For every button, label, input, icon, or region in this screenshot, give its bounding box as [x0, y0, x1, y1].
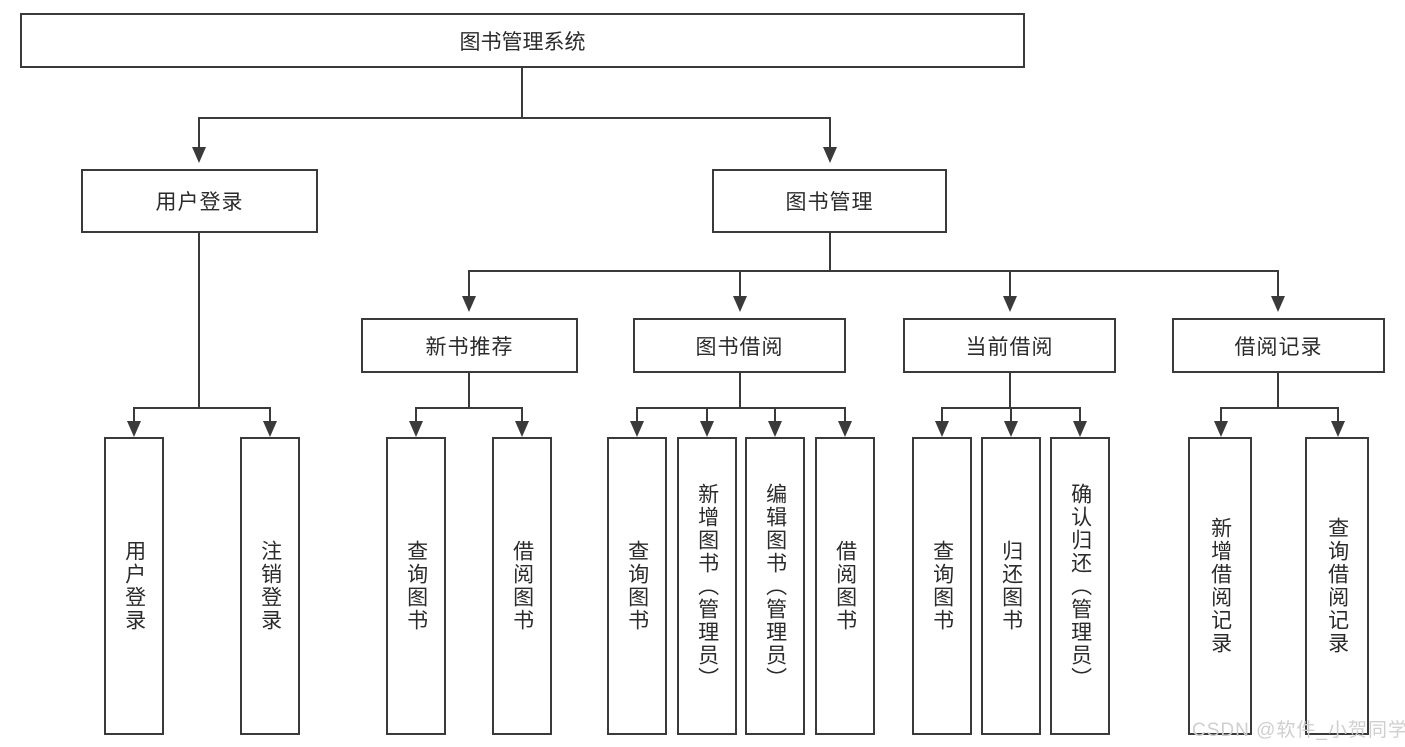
arrow-user-login-1 [127, 421, 141, 437]
leaf-query-borrow-record: 查询借阅记录 [1305, 437, 1369, 735]
leaf-logout: 注销登录 [240, 437, 300, 735]
arrow-tier3-1 [462, 296, 476, 312]
arrow-borrow-1 [630, 421, 644, 437]
connector-record-bus [1220, 407, 1338, 409]
connector-current-drop-3 [1079, 407, 1081, 421]
leaf-confirm-return-admin: 确认归还（管理员） [1050, 437, 1110, 735]
node-user-login: 用户登录 [81, 169, 318, 233]
connector-book-management-stem [829, 233, 831, 270]
arrow-tier3-4 [1271, 296, 1285, 312]
connector-record-drop-1 [1220, 407, 1222, 421]
arrow-record-2 [1331, 421, 1345, 437]
leaf-borrow-book-recommend: 借阅图书 [492, 437, 552, 735]
arrow-current-3 [1073, 421, 1087, 437]
leaf-label: 注销登录 [258, 540, 282, 632]
leaf-label: 确认归还（管理员） [1068, 482, 1092, 690]
leaf-label: 归还图书 [999, 540, 1023, 632]
connector-user-login-drop-2 [269, 407, 271, 421]
arrow-borrow-4 [838, 421, 852, 437]
arrow-tier2-2 [823, 147, 837, 163]
connector-recommend-stem [468, 373, 470, 407]
node-label: 图书管理系统 [459, 30, 586, 54]
node-new-book-recommend: 新书推荐 [361, 318, 578, 373]
connector-user-login-stem [198, 233, 200, 407]
leaf-label: 借阅图书 [510, 540, 534, 632]
node-borrow-record: 借阅记录 [1172, 318, 1385, 373]
node-label: 用户登录 [155, 191, 244, 214]
connector-tier2-drop-2 [829, 117, 831, 147]
connector-recommend-drop-2 [521, 407, 523, 421]
connector-borrow-drop-4 [844, 407, 846, 421]
node-label: 图书管理 [785, 191, 874, 214]
arrow-recommend-1 [409, 421, 423, 437]
node-label: 新书推荐 [425, 335, 514, 359]
leaf-query-book-recommend: 查询图书 [386, 437, 446, 735]
connector-tier2-drop-1 [198, 117, 200, 147]
leaf-label: 查询图书 [404, 540, 428, 632]
arrow-current-1 [935, 421, 949, 437]
arrow-record-1 [1214, 421, 1228, 437]
arrow-borrow-3 [768, 421, 782, 437]
connector-current-drop-2 [1010, 407, 1012, 421]
node-book-management: 图书管理 [712, 169, 947, 233]
node-book-borrow: 图书借阅 [633, 318, 846, 373]
connector-tier3-drop-4 [1277, 270, 1279, 296]
connector-recommend-bus [415, 407, 522, 409]
node-book-management-system: 图书管理系统 [20, 13, 1025, 68]
connector-borrow-drop-1 [636, 407, 638, 421]
arrow-tier3-2 [733, 296, 747, 312]
leaf-query-book-current: 查询图书 [912, 437, 972, 735]
leaf-label: 用户登录 [122, 540, 146, 632]
leaf-add-book-admin: 新增图书（管理员） [677, 437, 737, 735]
leaf-label: 新增图书（管理员） [695, 482, 719, 690]
leaf-label: 借阅图书 [833, 540, 857, 632]
connector-borrow-drop-2 [706, 407, 708, 421]
connector-tier3-drop-1 [468, 270, 470, 296]
leaf-label: 查询图书 [930, 540, 954, 632]
connector-user-login-bus [133, 407, 269, 409]
node-label: 图书借阅 [695, 335, 784, 359]
leaf-add-borrow-record: 新增借阅记录 [1188, 437, 1252, 735]
connector-root-stem [521, 68, 523, 117]
leaf-borrow-book: 借阅图书 [815, 437, 875, 735]
node-current-borrow: 当前借阅 [903, 318, 1116, 373]
node-label: 借阅记录 [1234, 335, 1323, 359]
leaf-label: 新增借阅记录 [1208, 517, 1232, 655]
connector-user-login-drop-1 [133, 407, 135, 421]
arrow-tier2-1 [192, 147, 206, 163]
node-label: 当前借阅 [965, 335, 1054, 359]
connector-tier2-bus [198, 117, 831, 119]
connector-current-stem [1009, 373, 1011, 407]
arrow-tier3-3 [1003, 296, 1017, 312]
leaf-return-book: 归还图书 [981, 437, 1041, 735]
leaf-label: 查询图书 [625, 540, 649, 632]
connector-recommend-drop-1 [415, 407, 417, 421]
connector-tier3-bus [468, 270, 1279, 272]
connector-record-stem [1277, 373, 1279, 407]
arrow-recommend-2 [515, 421, 529, 437]
leaf-label: 编辑图书（管理员） [763, 482, 787, 690]
leaf-query-book-borrow: 查询图书 [607, 437, 667, 735]
arrow-user-login-2 [263, 421, 277, 437]
arrow-borrow-2 [700, 421, 714, 437]
connector-borrow-bus [636, 407, 846, 409]
connector-tier3-drop-2 [739, 270, 741, 296]
connector-current-drop-1 [941, 407, 943, 421]
csdn-watermark: CSDN @软件_小贺同学 [1192, 720, 1405, 741]
leaf-user-login: 用户登录 [104, 437, 164, 735]
arrow-current-2 [1004, 421, 1018, 437]
leaf-label: 查询借阅记录 [1325, 517, 1349, 655]
connector-tier3-drop-3 [1009, 270, 1011, 296]
connector-record-drop-2 [1337, 407, 1339, 421]
leaf-edit-book-admin: 编辑图书（管理员） [745, 437, 805, 735]
connector-borrow-drop-3 [774, 407, 776, 421]
connector-borrow-stem [739, 373, 741, 407]
